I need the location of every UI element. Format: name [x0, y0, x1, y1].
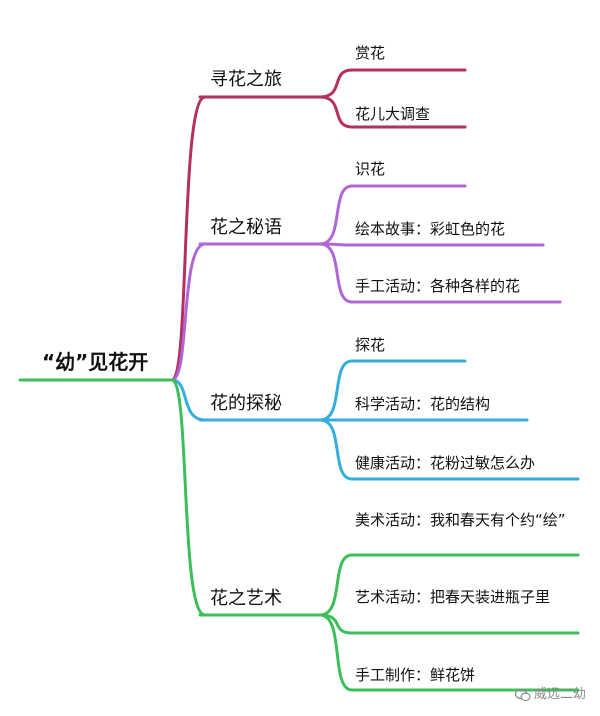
leaf-label-1-2: 花儿大调查 [355, 105, 431, 123]
branch-label-3: 花的探秘 [210, 393, 282, 414]
leaf-label-2-1: 识花 [355, 160, 386, 178]
branch-to-leaf-1-2 [318, 95, 467, 129]
branch-to-leaf-4-1 [318, 553, 580, 617]
branch-to-leaf-1-1 [318, 68, 467, 99]
leaf-label-4-2: 艺术活动：把春天装进瓶子里 [355, 588, 551, 606]
root-to-branch-2 [170, 242, 207, 382]
wechat-icon [514, 688, 531, 701]
leaf-label-3-2: 科学活动：花的结构 [355, 395, 491, 413]
leaf-label-4-1: 美术活动：我和春天有个约“绘” [355, 511, 566, 529]
root-to-branch-1 [170, 95, 207, 382]
root-node-label: “幼”见花开 [42, 350, 149, 374]
watermark-text: 威远二幼 [533, 687, 586, 702]
branch-label-2: 花之秘语 [210, 217, 282, 238]
leaf-label-3-1: 探花 [355, 336, 386, 354]
leaf-label-4-3: 手工制作：鲜花饼 [355, 666, 476, 684]
root-to-branch-4 [170, 378, 207, 617]
branch-to-leaf-2-3 [318, 242, 562, 304]
leaf-label-2-3: 手工活动：各种各样的花 [355, 277, 521, 295]
branch-to-leaf-3-1 [318, 359, 467, 422]
branch-to-leaf-4-2 [318, 613, 580, 635]
branch-to-leaf-3-3 [318, 418, 580, 481]
branch-label-4: 花之艺术 [210, 588, 282, 609]
leaf-label-1-1: 赏花 [355, 44, 386, 62]
branch-to-leaf-2-2 [318, 242, 545, 247]
branch-to-leaf-4-3 [318, 613, 580, 692]
leaf-label-2-2: 绘本故事：彩虹色的花 [355, 220, 506, 238]
branch-label-1: 寻花之旅 [210, 69, 282, 90]
root-to-branch-3 [170, 378, 207, 422]
watermark: 威远二幼 [514, 683, 586, 702]
branch-to-leaf-2-1 [318, 184, 467, 246]
leaf-label-3-3: 健康活动：花粉过敏怎么办 [355, 454, 536, 472]
